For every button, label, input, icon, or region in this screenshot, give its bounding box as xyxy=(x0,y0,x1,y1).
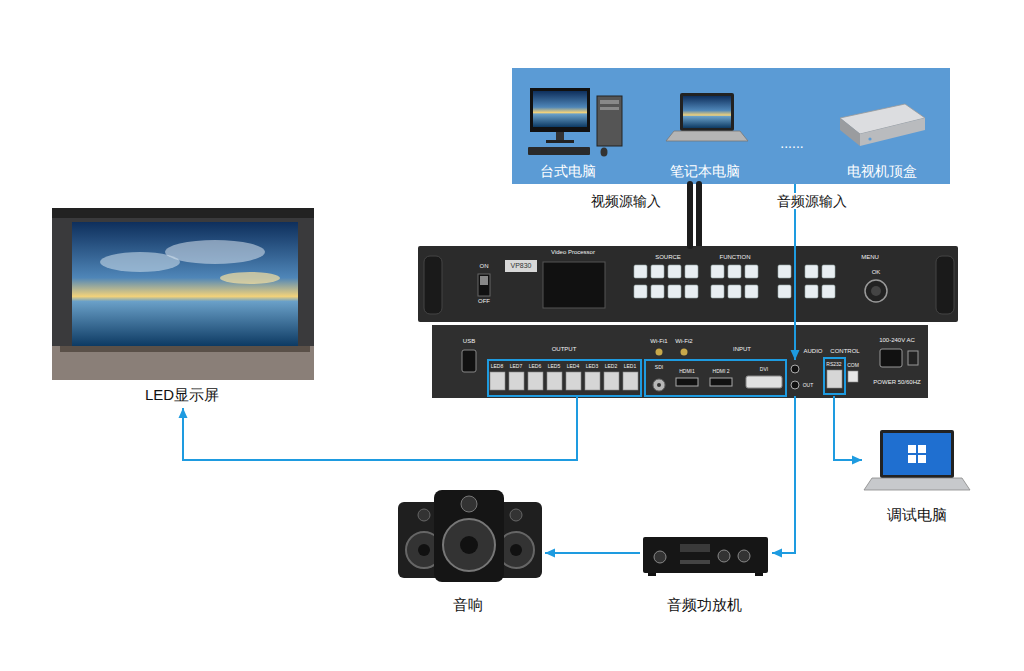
node-label: Wi-Fi1 xyxy=(650,338,667,345)
source-band: ...... 台式电脑 笔记本电脑 电视机顶盒 xyxy=(512,68,950,184)
node-label: AUDIO xyxy=(803,348,822,355)
speakers: 音响 xyxy=(390,488,545,616)
connector xyxy=(791,184,800,360)
node-label: ON xyxy=(480,263,489,270)
connector xyxy=(690,184,691,246)
node-label: MENU xyxy=(861,254,879,261)
laptop-icon xyxy=(666,93,748,141)
speakers-icon xyxy=(398,490,542,582)
led-screen: LED显示屏 xyxy=(52,208,314,408)
processor-front: Video ProcessorVP830 ON OFF SOURCE FUNCTION M… xyxy=(418,246,958,322)
arrow-head xyxy=(791,350,800,360)
video-cable xyxy=(699,184,700,248)
source-band-fill xyxy=(512,68,950,184)
node-label: 调试电脑 xyxy=(887,506,947,524)
node-label: 台式电脑 xyxy=(540,163,596,180)
node-label: ...... xyxy=(780,135,803,152)
node-label: LED显示屏 xyxy=(145,386,219,404)
node-label: LED2 xyxy=(605,363,618,369)
node-label: HDMI 2 xyxy=(713,368,730,374)
node-label: 音响 xyxy=(453,596,483,614)
node-label: HDMI1 xyxy=(679,368,695,374)
processor-front-drawing xyxy=(418,246,958,322)
arrow-head xyxy=(545,549,555,558)
edge-label: 音频源输入 xyxy=(774,193,850,210)
arrow-head xyxy=(852,456,862,465)
node-label: Video Processor xyxy=(551,249,595,256)
settop-box-icon xyxy=(840,104,925,146)
node-label: OK xyxy=(872,269,881,276)
connector xyxy=(834,396,862,465)
node-label: FUNCTION xyxy=(720,254,751,261)
connector-line xyxy=(183,396,577,460)
connector xyxy=(772,396,795,558)
node-label: OUTPUT xyxy=(552,346,577,353)
node-label: DVI xyxy=(760,366,768,372)
node-label: 电视机顶盒 xyxy=(847,163,917,180)
edge-label: 视频源输入 xyxy=(588,193,664,210)
desktop-node: 台式电脑 xyxy=(526,80,612,182)
node-label: VP830 xyxy=(510,262,531,270)
node-label: SDI xyxy=(655,364,663,370)
audio-ports: AUDIOOUT xyxy=(788,360,816,396)
node-label: SOURCE xyxy=(655,254,681,261)
node-label: LED8 xyxy=(491,363,504,369)
settop-box-node: 电视机顶盒 xyxy=(836,80,930,182)
input-ports: INPUTSDIHDMI1HDMI 2DVI xyxy=(645,360,786,396)
node-label: INPUT xyxy=(733,346,751,353)
amplifier: 音频功放机 xyxy=(640,532,772,616)
node-label: POWER 50/60HZ xyxy=(873,379,920,386)
node-label: OFF xyxy=(478,298,490,305)
laptop-node: 笔记本电脑 xyxy=(660,80,750,182)
node-label: 100-240V AC xyxy=(879,337,915,344)
debug-laptop-icon xyxy=(864,430,970,490)
node-label: OUT xyxy=(803,382,814,388)
amplifier-icon xyxy=(643,537,768,576)
connector-line xyxy=(687,184,693,246)
connector xyxy=(545,549,640,558)
node-label: LED1 xyxy=(624,363,637,369)
node-label: Wi-Fi2 xyxy=(675,338,692,345)
node-label: 笔记本电脑 xyxy=(670,163,740,180)
connector-line xyxy=(834,396,862,460)
node-label: LED7 xyxy=(510,363,523,369)
arrow-head xyxy=(179,408,188,418)
node-label: LED3 xyxy=(586,363,599,369)
debug-laptop: 调试电脑 xyxy=(862,425,972,528)
desktop-icon xyxy=(528,88,622,157)
node-label: LED5 xyxy=(548,363,561,369)
node-label: 音频功放机 xyxy=(667,596,742,614)
processor-rear-drawing xyxy=(432,325,928,398)
connector-line xyxy=(794,184,796,360)
arrow-head xyxy=(772,549,782,558)
node-label: LED4 xyxy=(567,363,580,369)
node-label: USB xyxy=(463,338,475,345)
node-label: LED6 xyxy=(529,363,542,369)
led-screen-photo xyxy=(52,208,314,380)
processor-rear: USB Wi-Fi1 Wi-Fi2 100-240V AC POWER 50/60HZ O… xyxy=(432,325,928,398)
control-ports: CONTROLRS232COM xyxy=(824,358,862,396)
connector-line xyxy=(772,396,795,553)
connector-line xyxy=(545,552,640,554)
output-ports: OUTPUTLED8LED7LED6LED5LED4LED3LED2LED1 xyxy=(488,360,641,396)
node-label: RS232 xyxy=(826,361,841,367)
node-label: COM xyxy=(847,362,859,368)
node-label: CONTROL xyxy=(830,348,859,355)
connector xyxy=(179,396,578,460)
